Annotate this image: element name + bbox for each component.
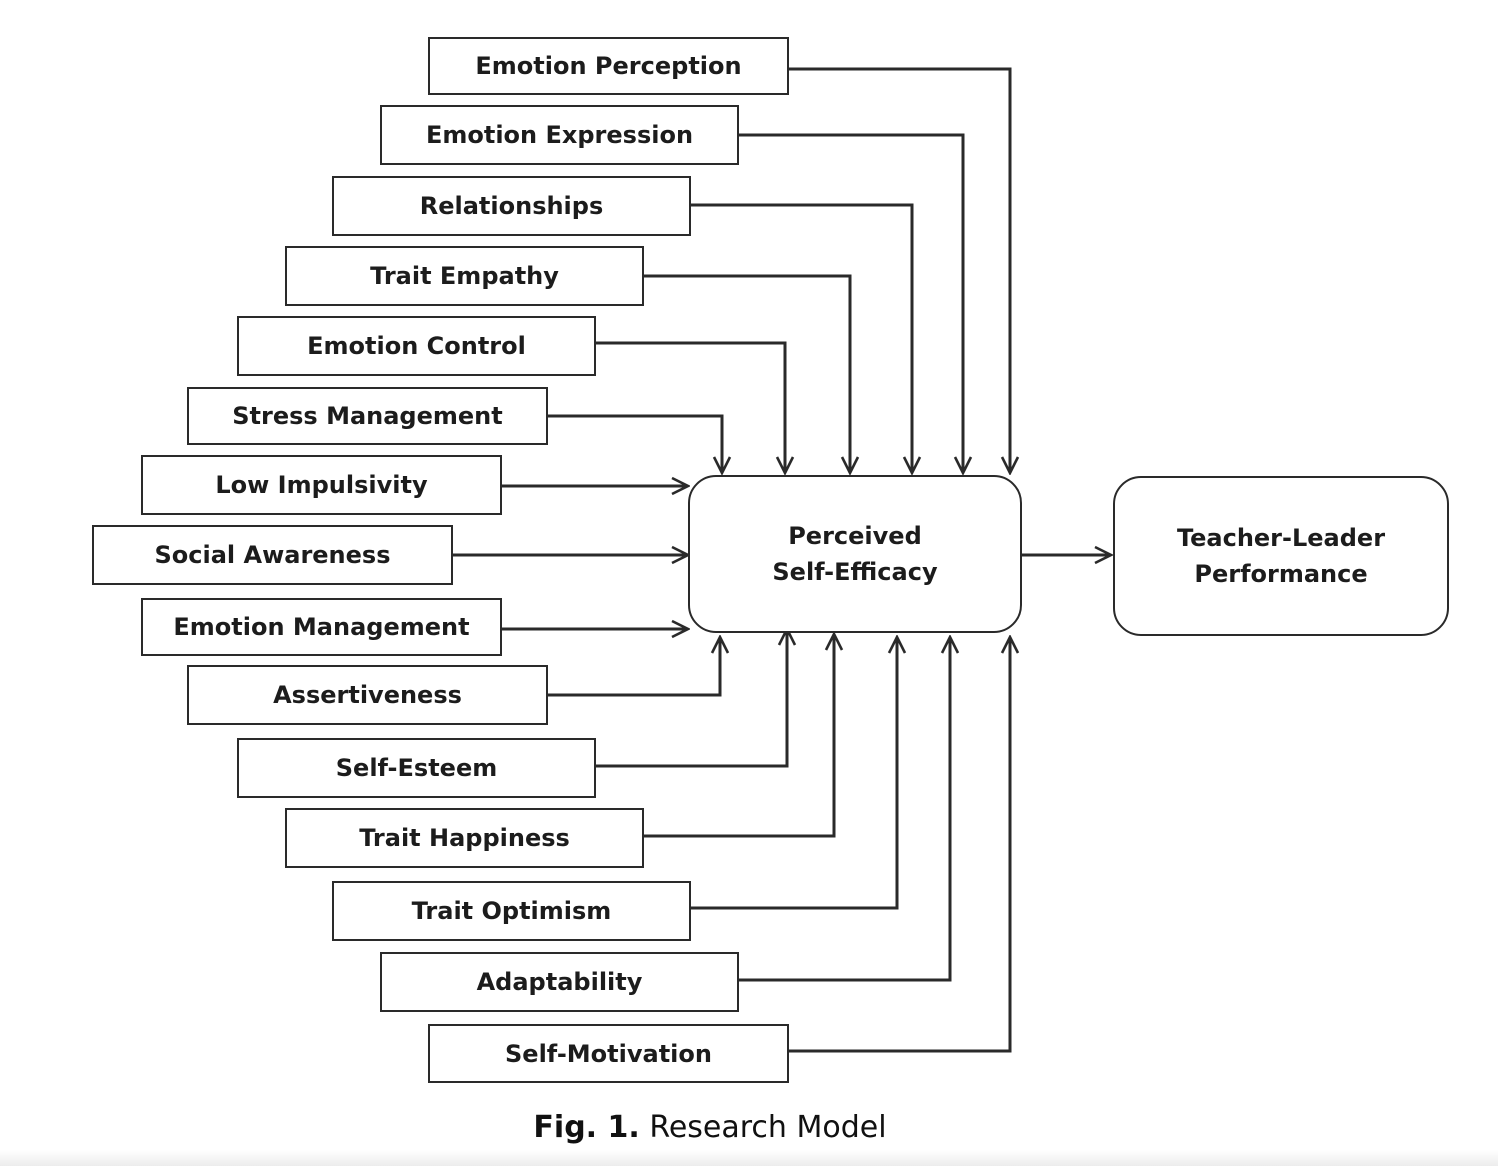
factor-label: Trait Empathy [370,262,559,290]
factor-label: Self-Esteem [335,754,498,782]
mediator-label-line1: Perceived [788,522,922,550]
mediator-box-perceived-self-efficacy: Perceived Self-Efficacy [688,475,1022,633]
factor-box: Low Impulsivity [141,455,502,515]
figure-caption: Fig. 1. Research Model [0,1110,1420,1145]
factor-box: Trait Happiness [285,808,644,868]
factor-label: Emotion Management [173,613,470,641]
factor-box: Emotion Management [141,598,502,656]
factor-connector-arrow [644,274,850,473]
factor-label: Trait Happiness [359,824,570,852]
figure-caption-text: Research Model [639,1110,887,1145]
factor-box: Emotion Perception [428,37,789,95]
page-bottom-edge [0,1150,1498,1166]
factor-box: Relationships [332,176,691,236]
factor-box: Trait Optimism [332,881,691,941]
factor-box: Emotion Control [237,316,596,376]
factor-connector-arrow [596,341,785,473]
factor-connector-arrow [739,637,950,982]
outcome-label-line2: Performance [1194,560,1368,588]
factor-label: Adaptability [476,968,643,996]
factor-connector-arrow [548,414,722,473]
outcome-label-line1: Teacher-Leader [1176,524,1386,552]
mediator-label-line2: Self-Efficacy [772,558,938,586]
factor-label: Assertiveness [273,681,462,709]
outcome-box-teacher-leader-performance: Teacher-Leader Performance [1113,476,1449,636]
factor-connector-arrow [691,637,897,910]
factor-connector-arrow [691,203,912,473]
factor-box: Self-Esteem [237,738,596,798]
factor-label: Emotion Control [307,332,526,360]
factor-label: Self-Motivation [505,1039,712,1068]
factor-box: Trait Empathy [285,246,644,306]
factor-label: Emotion Perception [475,52,742,80]
factor-box: Stress Management [187,387,548,445]
factor-label: Social Awareness [154,541,391,569]
factor-label: Emotion Expression [425,121,694,149]
factor-label: Stress Management [232,402,503,430]
factor-box: Self-Motivation [428,1024,789,1083]
factor-box: Social Awareness [92,525,453,585]
factor-connector-arrow [789,637,1010,1053]
figure-caption-label: Fig. 1. [533,1110,640,1145]
factor-connector-arrow [739,133,963,473]
factor-connector-arrow [548,637,720,697]
factor-box: Assertiveness [187,665,548,725]
factor-label: Low Impulsivity [215,471,428,499]
factor-connector-arrow [789,67,1010,473]
factor-box: Adaptability [380,952,739,1012]
factor-connector-arrow [644,634,834,838]
factor-label: Trait Optimism [411,897,612,925]
factor-connector-arrow [596,629,787,768]
factor-label: Relationships [419,192,604,220]
factor-box: Emotion Expression [380,105,739,165]
